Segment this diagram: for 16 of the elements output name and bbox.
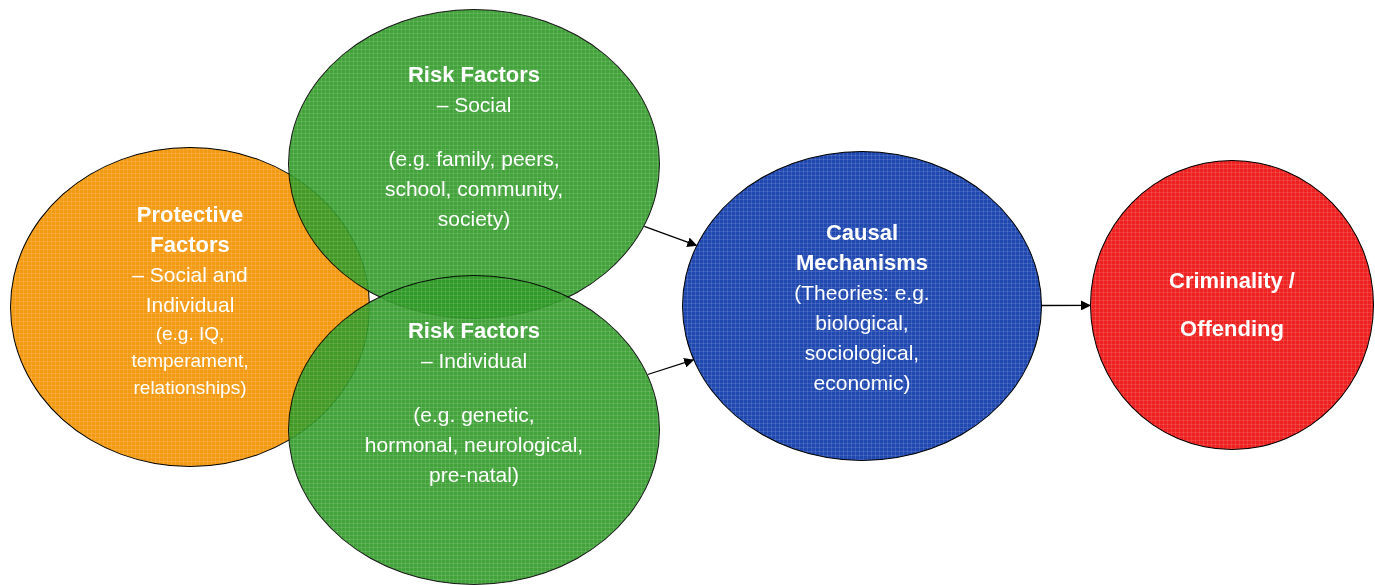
example-text: (e.g. genetic, hormonal, neurological, pre-natal) (364, 402, 584, 488)
example-text: (e.g. family, peers, school, community, society) (383, 146, 565, 232)
ellipse-node (288, 275, 660, 585)
heading: Protective Factors (135, 201, 245, 259)
heading: Risk Factors (406, 61, 542, 89)
example-text: (e.g. IQ, temperament, relationships) (130, 322, 250, 400)
heading: Risk Factors (406, 317, 542, 345)
arrow (647, 357, 695, 376)
subheading: – Individual (419, 348, 529, 374)
example-text: (Theories: e.g. biological, sociological, economic) (793, 280, 931, 396)
subheading: – Social (435, 92, 513, 118)
heading: Criminality / Offending (1168, 267, 1296, 343)
heading: Causal Mechanisms (794, 219, 930, 277)
arrow (643, 225, 698, 247)
arrow (1041, 300, 1091, 311)
subheading: – Social and Individual (131, 262, 249, 318)
